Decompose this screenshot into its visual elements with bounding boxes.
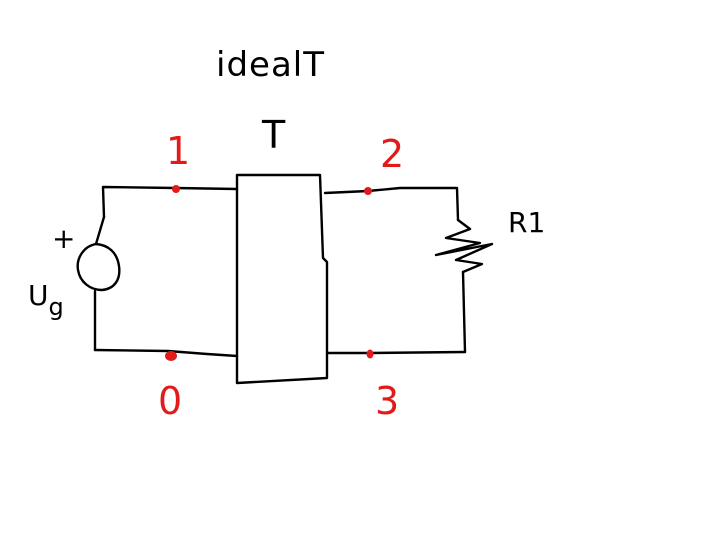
source-polarity-label: + <box>52 222 75 255</box>
wire-bottom-left <box>93 348 239 358</box>
node-label-0: 0 <box>158 379 182 423</box>
wire-top-left <box>101 185 239 219</box>
source-label-sub: g <box>49 293 64 321</box>
wire-top-right <box>323 186 460 222</box>
node-dot-2 <box>364 187 372 195</box>
voltage-source-symbol <box>76 242 121 292</box>
wire-source-top-lead <box>94 215 106 246</box>
wire-right-side <box>461 270 467 354</box>
transformer-label: T <box>261 113 286 157</box>
resistor-label: R1 <box>508 206 545 239</box>
diagram-title: idealT <box>216 45 325 85</box>
node-dot-3 <box>366 349 374 359</box>
wire-bottom-right <box>326 350 467 355</box>
node-dot-1 <box>172 185 180 193</box>
node-label-2: 2 <box>380 132 404 176</box>
transformer-box <box>235 173 329 385</box>
node-label-1: 1 <box>166 129 190 173</box>
source-label-main: U <box>28 279 49 312</box>
source-label: Ug <box>28 279 64 321</box>
resistor-symbol <box>434 218 494 274</box>
node-label-3: 3 <box>375 379 399 423</box>
node-dot-0 <box>165 351 177 361</box>
